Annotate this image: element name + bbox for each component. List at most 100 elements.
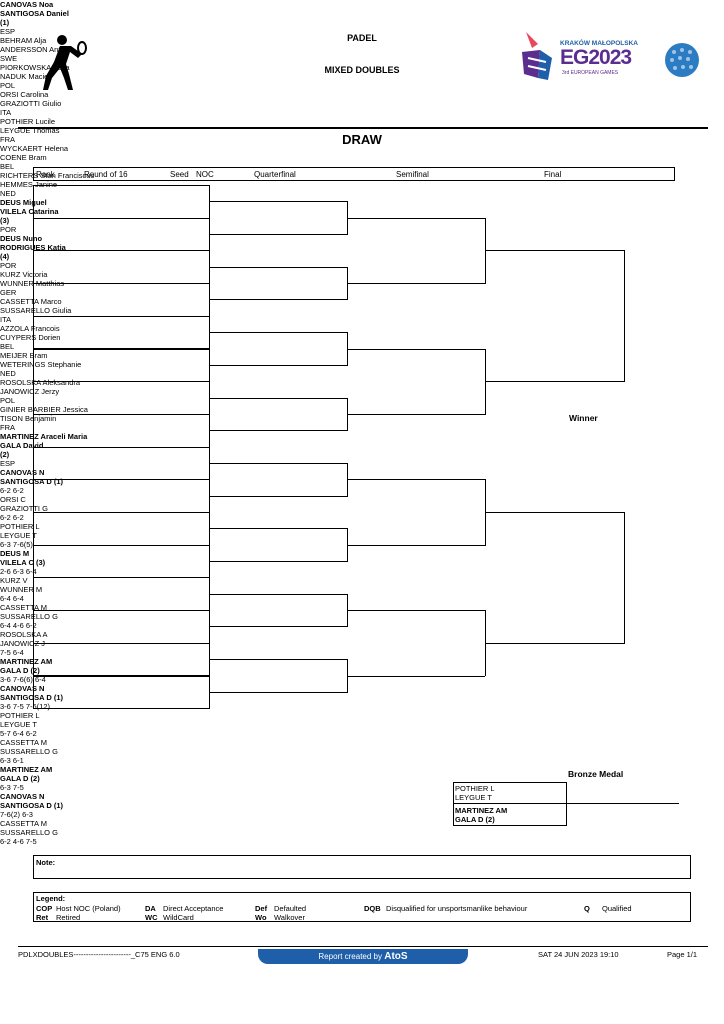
r16-entry-box (33, 544, 210, 579)
r16-entry-box (33, 348, 210, 383)
r16-player: ORSI Carolina (0, 90, 49, 99)
r16-entry-box (33, 250, 210, 285)
games-city: KRAKÓW MAŁOPOLSKA (560, 40, 638, 47)
final-connector (485, 250, 624, 252)
qf-score: 3-6 7-6(6) 6-4 (0, 675, 46, 684)
footer-divider (18, 946, 708, 947)
sf-score: 6-3 6-1 (0, 756, 24, 765)
sf-connector (347, 675, 485, 677)
legend-box: Legend: COP Host NOC (Poland) Ret Retire… (33, 892, 691, 922)
final-score: 7-6(2) 6-3 (0, 810, 33, 819)
r16-entry-box (33, 381, 210, 415)
sf-team: CANOVAS N (0, 684, 45, 693)
sf-team: SUSSARELLO G (0, 747, 58, 756)
legend-code: COP (36, 904, 53, 913)
report-credit-bar: Report created by AtoS (258, 949, 468, 964)
qf-score: 6-2 6-2 (0, 513, 24, 522)
footer-datetime: SAT 24 JUN 2023 19:10 (538, 950, 619, 959)
r16-noc: ESP (0, 459, 16, 468)
qf-connector (210, 397, 347, 399)
sf-score: 3-6 7-5 7-6(12) (0, 702, 51, 711)
sf-team: POTHIER L (0, 711, 40, 720)
qf-team: VILELA C (3) (0, 558, 46, 567)
bronze-medal-title: Bronze Medal (568, 769, 624, 779)
qf-team: POTHIER L (0, 522, 40, 531)
qf-score: 6-3 7-6(5) (0, 540, 33, 549)
r16-player: WUNNER Matthias (0, 279, 65, 288)
r16-player: GRAZIOTTI Giulio (0, 99, 62, 108)
r16-player: NADUK Maciej (0, 72, 51, 81)
r16-entry-box (33, 512, 210, 546)
r16-player: TISON Benjamin (0, 414, 57, 423)
qf-connector (210, 332, 347, 334)
legend-code: Q (584, 904, 590, 913)
r16-player: SANTIGOSA Daniel (0, 9, 69, 18)
r16-player: PIORKOWSKA Zofia (0, 63, 70, 72)
qf-score: 6-2 6-2 (0, 486, 24, 495)
qf-team: ROSOLSKA A (0, 630, 48, 639)
sf-team: CASSETTA M (0, 738, 47, 747)
qf-connector (210, 462, 347, 464)
sport-title: PADEL (347, 33, 377, 43)
legend-code: Wo (255, 913, 267, 922)
r16-player: WETERINGS Stephanie (0, 360, 82, 369)
final-connector (624, 512, 625, 644)
legend-desc: Defaulted (274, 904, 307, 913)
qf-team: LEYGUE T (0, 531, 37, 540)
r16-noc: ESP (0, 27, 16, 36)
r16-noc: BEL (0, 162, 15, 171)
legend-desc: Direct Acceptance (163, 904, 224, 913)
final-team: CASSETTA M (0, 819, 47, 828)
legend-desc: Walkover (274, 913, 305, 922)
final-score: 6-2 4-6 7-5 (0, 837, 37, 846)
sf-connector (347, 283, 485, 285)
qf-connector (210, 495, 347, 497)
sf-score: 6-3 7-5 (0, 783, 24, 792)
legend-code: DQB (364, 904, 381, 913)
atos-logo: AtoS (384, 951, 408, 962)
r16-player: VILELA Catarina (0, 207, 59, 216)
r16-entry-box (33, 315, 210, 350)
qf-connector (210, 299, 347, 301)
r16-player: POTHIER Lucile (0, 117, 56, 126)
legend-code: Def (255, 904, 268, 913)
bronze-team2-player1: MARTINEZ AM (455, 806, 508, 815)
r16-player: RICHTERS Stan Franciscus (0, 171, 95, 180)
qf-connector (210, 201, 347, 203)
legend-desc: Host NOC (Poland) (56, 904, 121, 913)
r16-player: BEHRAM Alja (0, 36, 47, 45)
r16-seed: (1) (0, 18, 10, 27)
footer-page: Page 1/1 (667, 950, 698, 959)
r16-player: ROSOLSKA Aleksandra (0, 378, 81, 387)
legend-desc: Qualified (602, 904, 632, 913)
bronze-medal-box (453, 782, 567, 826)
r16-entry-box (33, 675, 210, 710)
final-team: SANTIGOSA D (1) (0, 801, 64, 810)
legend-desc: WildCard (163, 913, 194, 922)
r16-player: AZZOLA Francois (0, 324, 60, 333)
final-connector (485, 512, 624, 513)
r16-noc: FRA (0, 423, 15, 432)
final-team: SUSSARELLO G (0, 828, 58, 837)
qf-connector (210, 266, 347, 268)
r16-player: SUSSARELLO Giulia (0, 306, 72, 315)
r16-player: MARTINEZ Araceli Maria (0, 432, 88, 441)
qf-team: CASSETTA M (0, 603, 47, 612)
final-connector (485, 642, 624, 644)
qf-connector (210, 626, 347, 628)
footer-code: PDLXDOUBLES-----------------------_C75 E… (18, 950, 180, 959)
bronze-team2-player2: GALA D (2) (455, 815, 495, 824)
r16-noc: FRA (0, 135, 15, 144)
qf-connector (210, 561, 347, 563)
qf-connector (210, 659, 347, 661)
qf-connector (210, 691, 347, 693)
sf-connector (347, 348, 485, 350)
r16-seed: (2) (0, 450, 10, 459)
col-noc: NOC (196, 170, 214, 179)
r16-entry-box (33, 610, 210, 644)
legend-desc: Disqualified for unsportsmanlike behavio… (386, 904, 528, 913)
r16-player: KURZ Victoria (0, 270, 48, 279)
note-box: Note: (33, 855, 691, 879)
final-connector (485, 381, 624, 383)
col-quarterfinal: Quarterfinal (254, 170, 296, 179)
